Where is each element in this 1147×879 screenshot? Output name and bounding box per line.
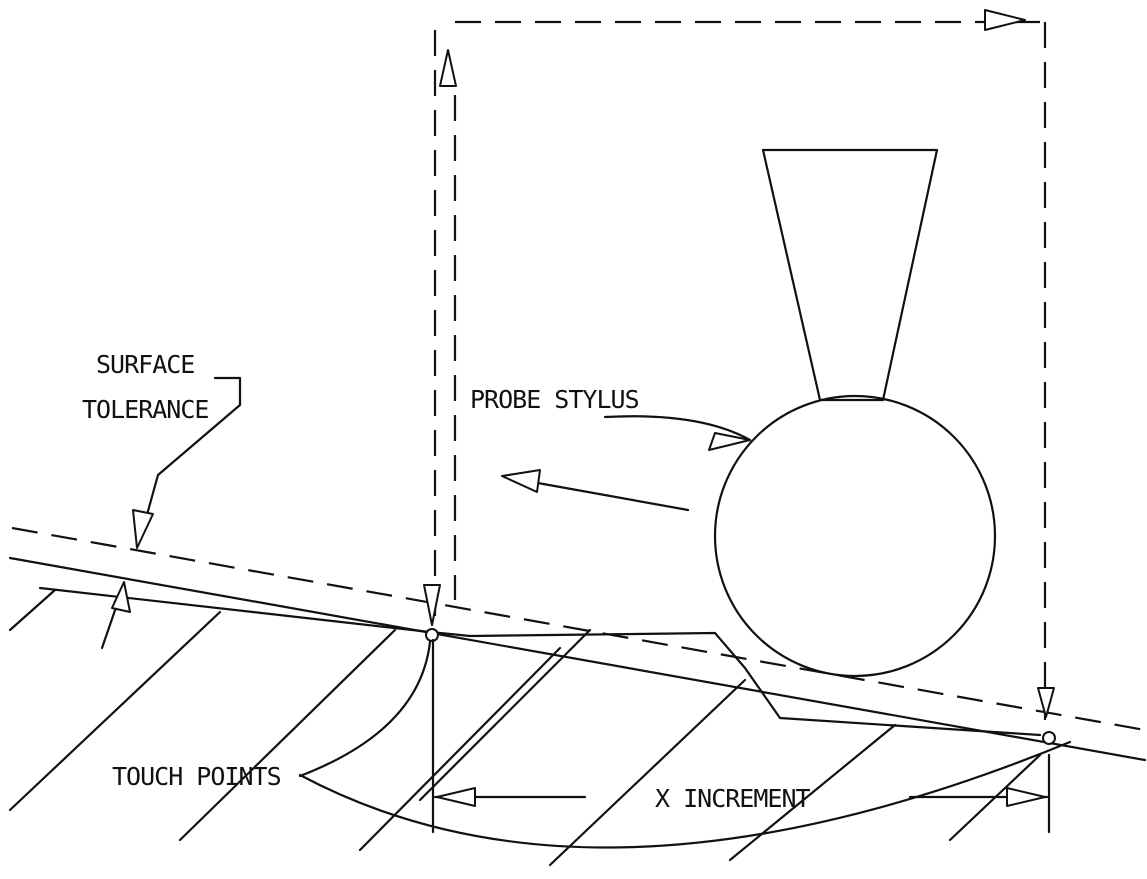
x-increment-label: X INCREMENT	[655, 784, 811, 813]
probe-stylus	[713, 148, 997, 678]
probe-stylus-leader	[603, 415, 752, 451]
down-arrow-icon	[1037, 687, 1055, 718]
touch-point	[1042, 731, 1056, 745]
right-arrow-icon	[984, 9, 1026, 31]
stylus-shank	[761, 148, 939, 402]
probe-stylus-label: PROBE STYLUS	[470, 385, 639, 414]
touch-point	[425, 628, 439, 642]
surface-tolerance-leader	[100, 376, 242, 650]
x-increment-dimension	[431, 638, 1051, 834]
touch-points-leader	[298, 640, 432, 778]
surface-tolerance-label: SURFACE	[96, 350, 194, 379]
up-arrow-icon	[439, 49, 457, 87]
surface-tolerance-line	[11, 526, 1146, 732]
stylus-ball	[713, 394, 997, 678]
down-arrow-icon	[423, 584, 441, 626]
workpiece-hatching	[8, 588, 1042, 867]
touch-points-label: TOUCH POINTS	[112, 762, 281, 791]
probe-path-arrows	[423, 9, 1055, 718]
probe-path	[433, 20, 1047, 720]
workpiece-profile	[38, 586, 1072, 849]
motion-arrow	[501, 469, 690, 512]
nominal-surface-line	[8, 556, 1147, 762]
surface-tolerance-label: TOLERANCE	[82, 395, 208, 424]
labels: SURFACE TOLERANCE PROBE STYLUS TOUCH POI…	[82, 350, 812, 813]
